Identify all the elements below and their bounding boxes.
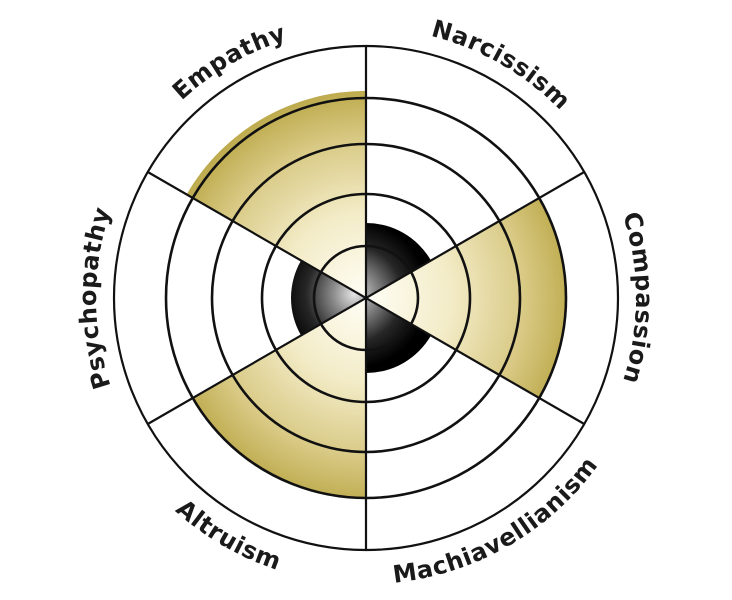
core-dark-psychopathy	[291, 260, 366, 336]
core-light-altruism	[301, 298, 366, 373]
wedge-fill-compassion	[366, 198, 566, 398]
label-narcissism-text: Narcissism	[429, 14, 576, 115]
label-psychopathy: Psychopathy	[74, 203, 116, 392]
label-compassion: Compassion	[617, 209, 658, 388]
divider-3	[147, 171, 585, 425]
label-narcissism: Narcissism	[429, 14, 577, 115]
label-altruism: Altruism	[171, 494, 285, 576]
label-altruism-text: Altruism	[171, 494, 285, 576]
label-empathy-text: Empathy	[167, 19, 289, 106]
core-light-empathy	[301, 223, 366, 298]
label-machiavellianism-text: Machiavellianism	[391, 451, 603, 589]
label-machiavellianism: Machiavellianism	[391, 451, 603, 589]
label-psychopathy-text: Psychopathy	[74, 203, 116, 392]
label-empathy: Empathy	[167, 19, 289, 106]
label-compassion-text: Compassion	[617, 209, 657, 388]
core-dark-narcissism	[366, 223, 431, 298]
core-dark-machiavellianism	[366, 298, 431, 373]
core-light-compassion	[366, 260, 441, 336]
